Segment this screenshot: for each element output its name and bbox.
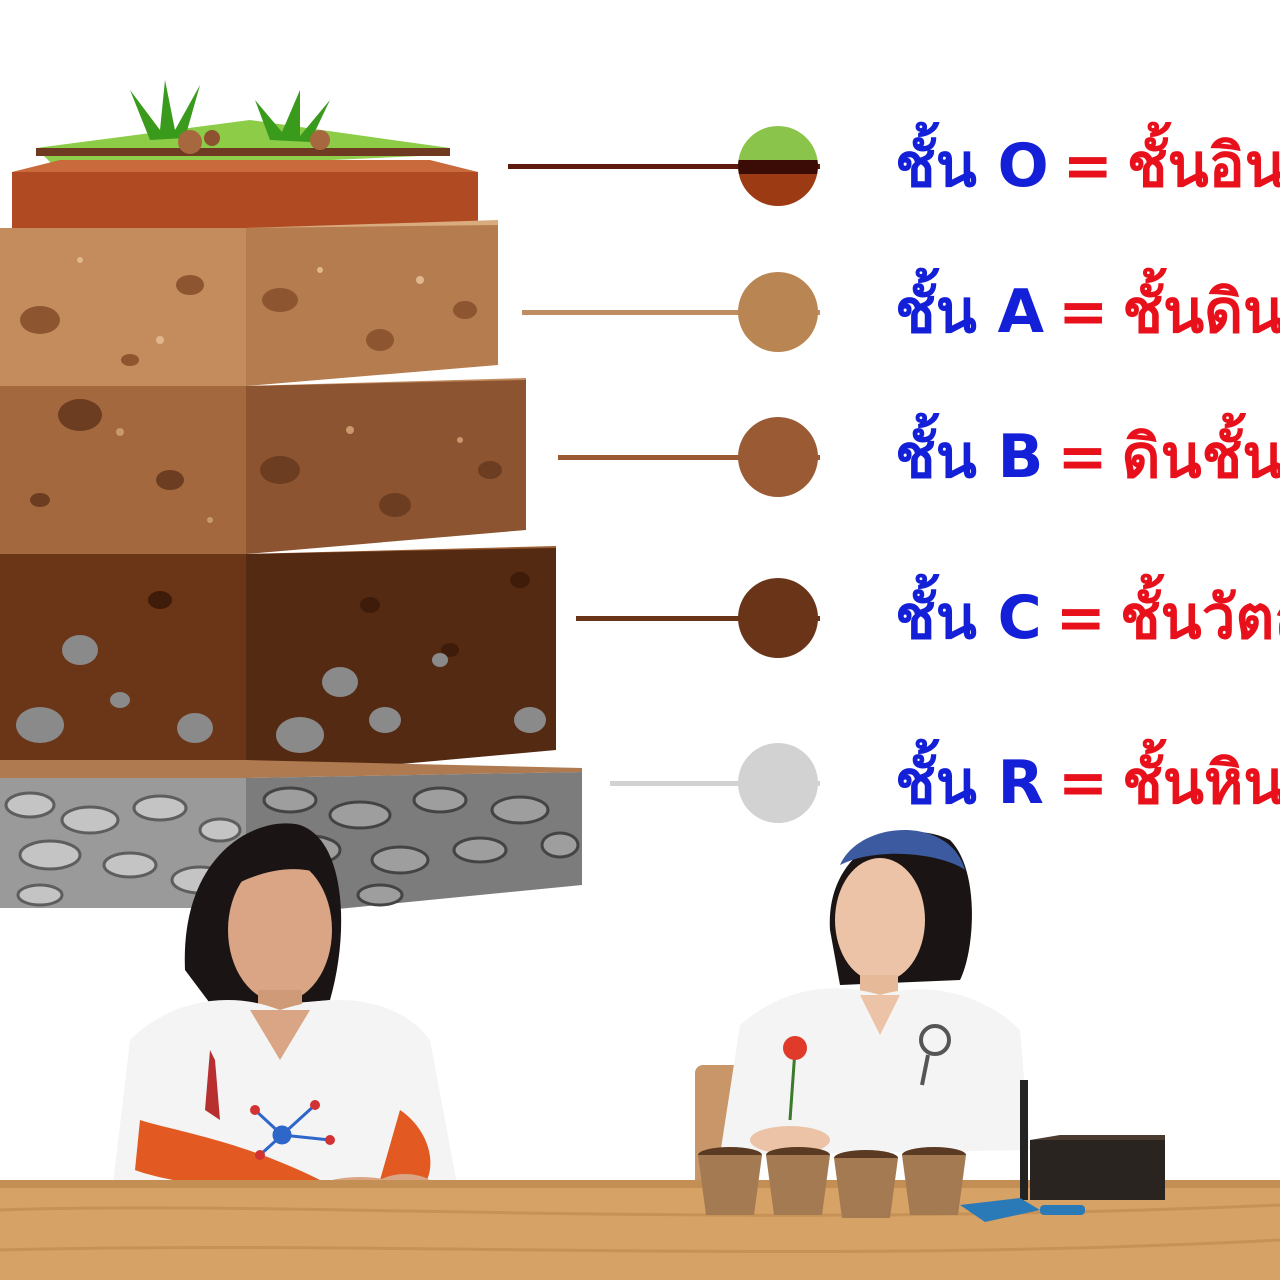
connector-line: [576, 616, 820, 621]
legend-row-r: ชั้น R=ชั้นหินเ: [0, 733, 1280, 833]
pot: [834, 1150, 898, 1218]
layer-a-color-dot: [738, 272, 818, 352]
legend-row-c: ชั้น C=ชั้นวัตถ: [0, 568, 1280, 668]
legend-label-c: ชั้น C=ชั้นวัตถ: [895, 576, 1280, 660]
pot: [698, 1147, 762, 1215]
layer-name: ชั้น C: [895, 583, 1042, 653]
trowel: [960, 1198, 1085, 1222]
layer-description: ชั้นหินเ: [1122, 748, 1280, 818]
equals-sign: =: [1055, 583, 1106, 653]
seedling-pots: [698, 1147, 966, 1218]
equals-sign: =: [1057, 748, 1109, 818]
legend-label-r: ชั้น R=ชั้นหินเ: [895, 741, 1280, 825]
connector-line: [610, 781, 820, 786]
connector-line: [558, 455, 820, 460]
pot: [766, 1147, 830, 1215]
legend-row-o: ชั้น O=ชั้นอินเ: [0, 116, 1280, 216]
layer-name: ชั้น A: [895, 277, 1045, 347]
flower-doodle: [783, 1036, 807, 1121]
presenters-scene: [0, 823, 1280, 1280]
legend-label-o: ชั้น O=ชั้นอินเ: [895, 124, 1280, 208]
layer-description: ชั้นดินเ: [1122, 277, 1280, 347]
connector-line: [508, 164, 820, 169]
layer-name: ชั้น O: [895, 131, 1049, 201]
soil-container: [1020, 1080, 1165, 1200]
presenter-right: [720, 830, 1030, 1155]
soil-layer-c-illustration: [0, 546, 556, 778]
equals-sign: =: [1057, 422, 1108, 492]
connector-line: [522, 310, 820, 315]
layer-r-color-dot: [738, 743, 818, 823]
layer-description: ชั้นวัตถ: [1119, 583, 1280, 653]
layer-o-color-dot: [738, 126, 818, 206]
soil-layer-o-illustration: [12, 80, 478, 228]
legend-row-a: ชั้น A=ชั้นดินเ: [0, 262, 1280, 362]
pot: [902, 1147, 966, 1215]
layer-name: ชั้น R: [895, 748, 1044, 818]
magnifier-doodle: [919, 1024, 951, 1086]
equals-sign: =: [1062, 131, 1113, 201]
layer-description: ชั้นอินเ: [1126, 131, 1280, 201]
legend-label-a: ชั้น A=ชั้นดินเ: [895, 270, 1280, 354]
layer-b-color-dot: [738, 417, 818, 497]
soil-layer-b-illustration: [0, 378, 526, 554]
layer-c-color-dot: [738, 578, 818, 658]
legend-row-b: ชั้น B=ดินชั้นล: [0, 407, 1280, 507]
legend-label-b: ชั้น B=ดินชั้นล: [895, 415, 1280, 499]
presenter-left: [110, 823, 460, 1213]
soil-layer-a-illustration: [0, 220, 498, 386]
equals-sign: =: [1058, 277, 1109, 347]
layer-name: ชั้น B: [895, 422, 1044, 492]
layer-description: ดินชั้นล: [1121, 422, 1280, 492]
